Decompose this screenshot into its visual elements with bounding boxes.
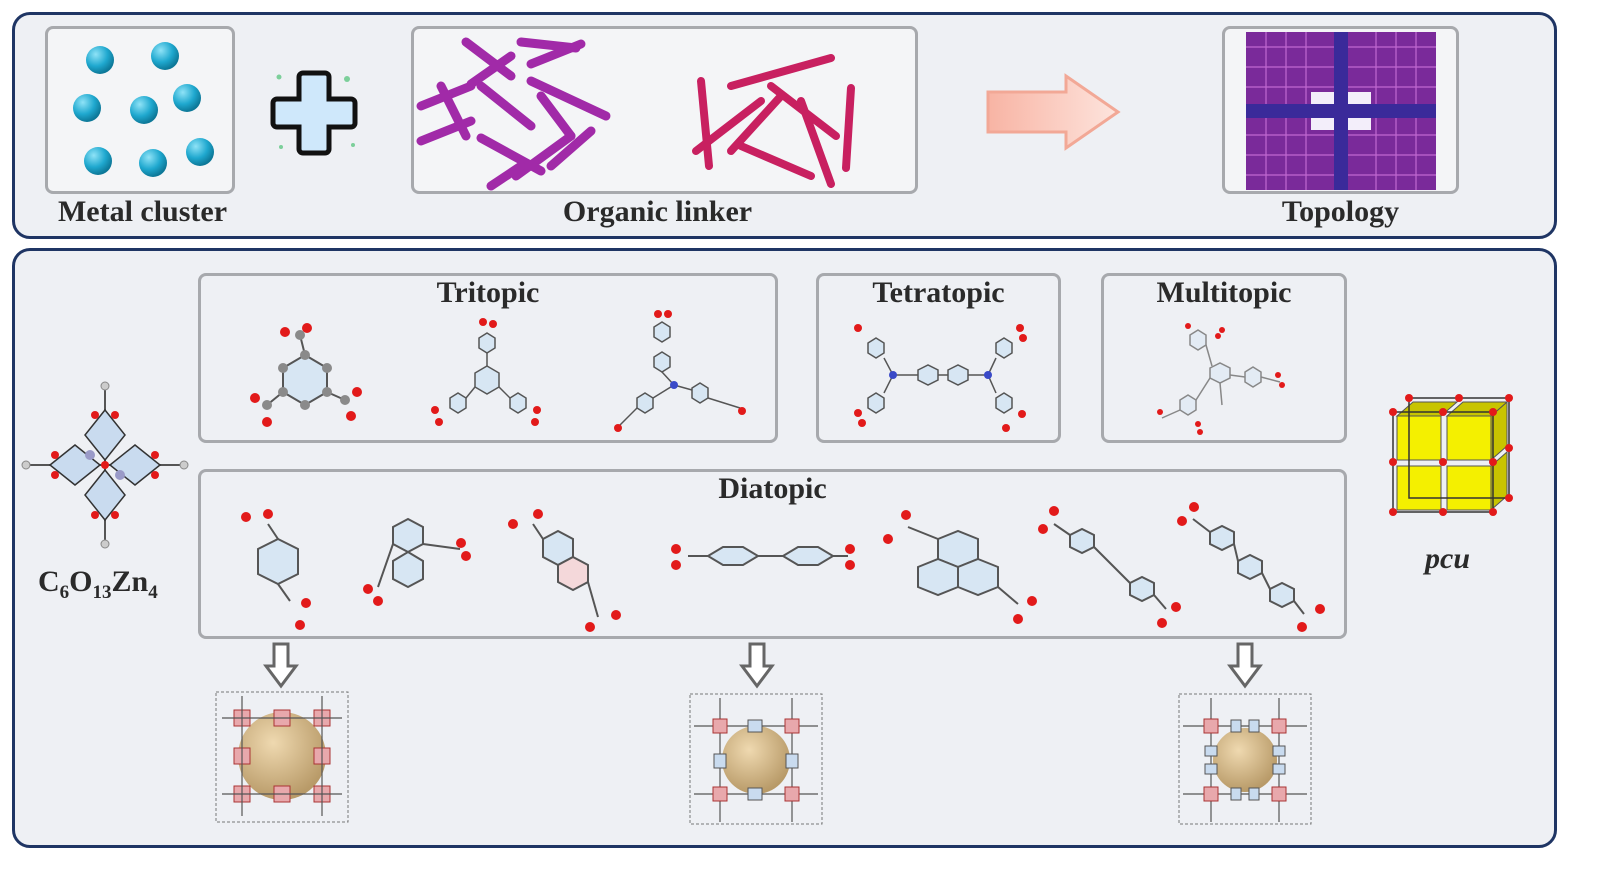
down-arrow-icon-3 xyxy=(1227,642,1263,689)
metal-cluster-spheres xyxy=(73,42,214,177)
topology-label: Topology xyxy=(1281,195,1400,228)
tritopic-molecule-1 xyxy=(250,323,362,427)
multitopic-box xyxy=(1101,273,1347,443)
organic-linker-label: Organic linker xyxy=(562,195,753,228)
diatopic-title: Diatopic xyxy=(718,472,827,505)
tritopic-box xyxy=(198,273,778,443)
tetratopic-molecule xyxy=(854,324,1027,432)
framework-structure-1 xyxy=(215,691,349,823)
framework-structure-3 xyxy=(1178,693,1312,825)
pcu-label: pcu xyxy=(1425,542,1470,575)
metal-cluster-label: Metal cluster xyxy=(57,195,228,228)
tetratopic-title: Tetratopic xyxy=(872,276,1005,309)
multitopic-title: Multitopic xyxy=(1156,276,1292,309)
plus-icon xyxy=(270,70,358,156)
multitopic-molecule xyxy=(1157,323,1285,435)
pcu-net-icon xyxy=(1389,394,1513,516)
tritopic-molecule-3 xyxy=(614,310,746,432)
framework-structure-2 xyxy=(689,693,823,825)
down-arrow-icon-1 xyxy=(263,642,299,689)
linker-purple-rods xyxy=(416,37,611,191)
diatopic-molecules xyxy=(241,502,1325,632)
linker-red-rods xyxy=(692,54,855,188)
tritopic-title: Tritopic xyxy=(436,276,540,309)
zn-cluster-sbu xyxy=(21,381,189,549)
cluster-formula: C6O13Zn4 xyxy=(38,565,158,603)
right-arrow-icon xyxy=(986,73,1121,151)
organic-linker-box xyxy=(411,26,918,194)
tritopic-molecule-2 xyxy=(431,318,541,426)
down-arrow-icon-2 xyxy=(739,642,775,689)
topology-image xyxy=(1246,32,1436,190)
